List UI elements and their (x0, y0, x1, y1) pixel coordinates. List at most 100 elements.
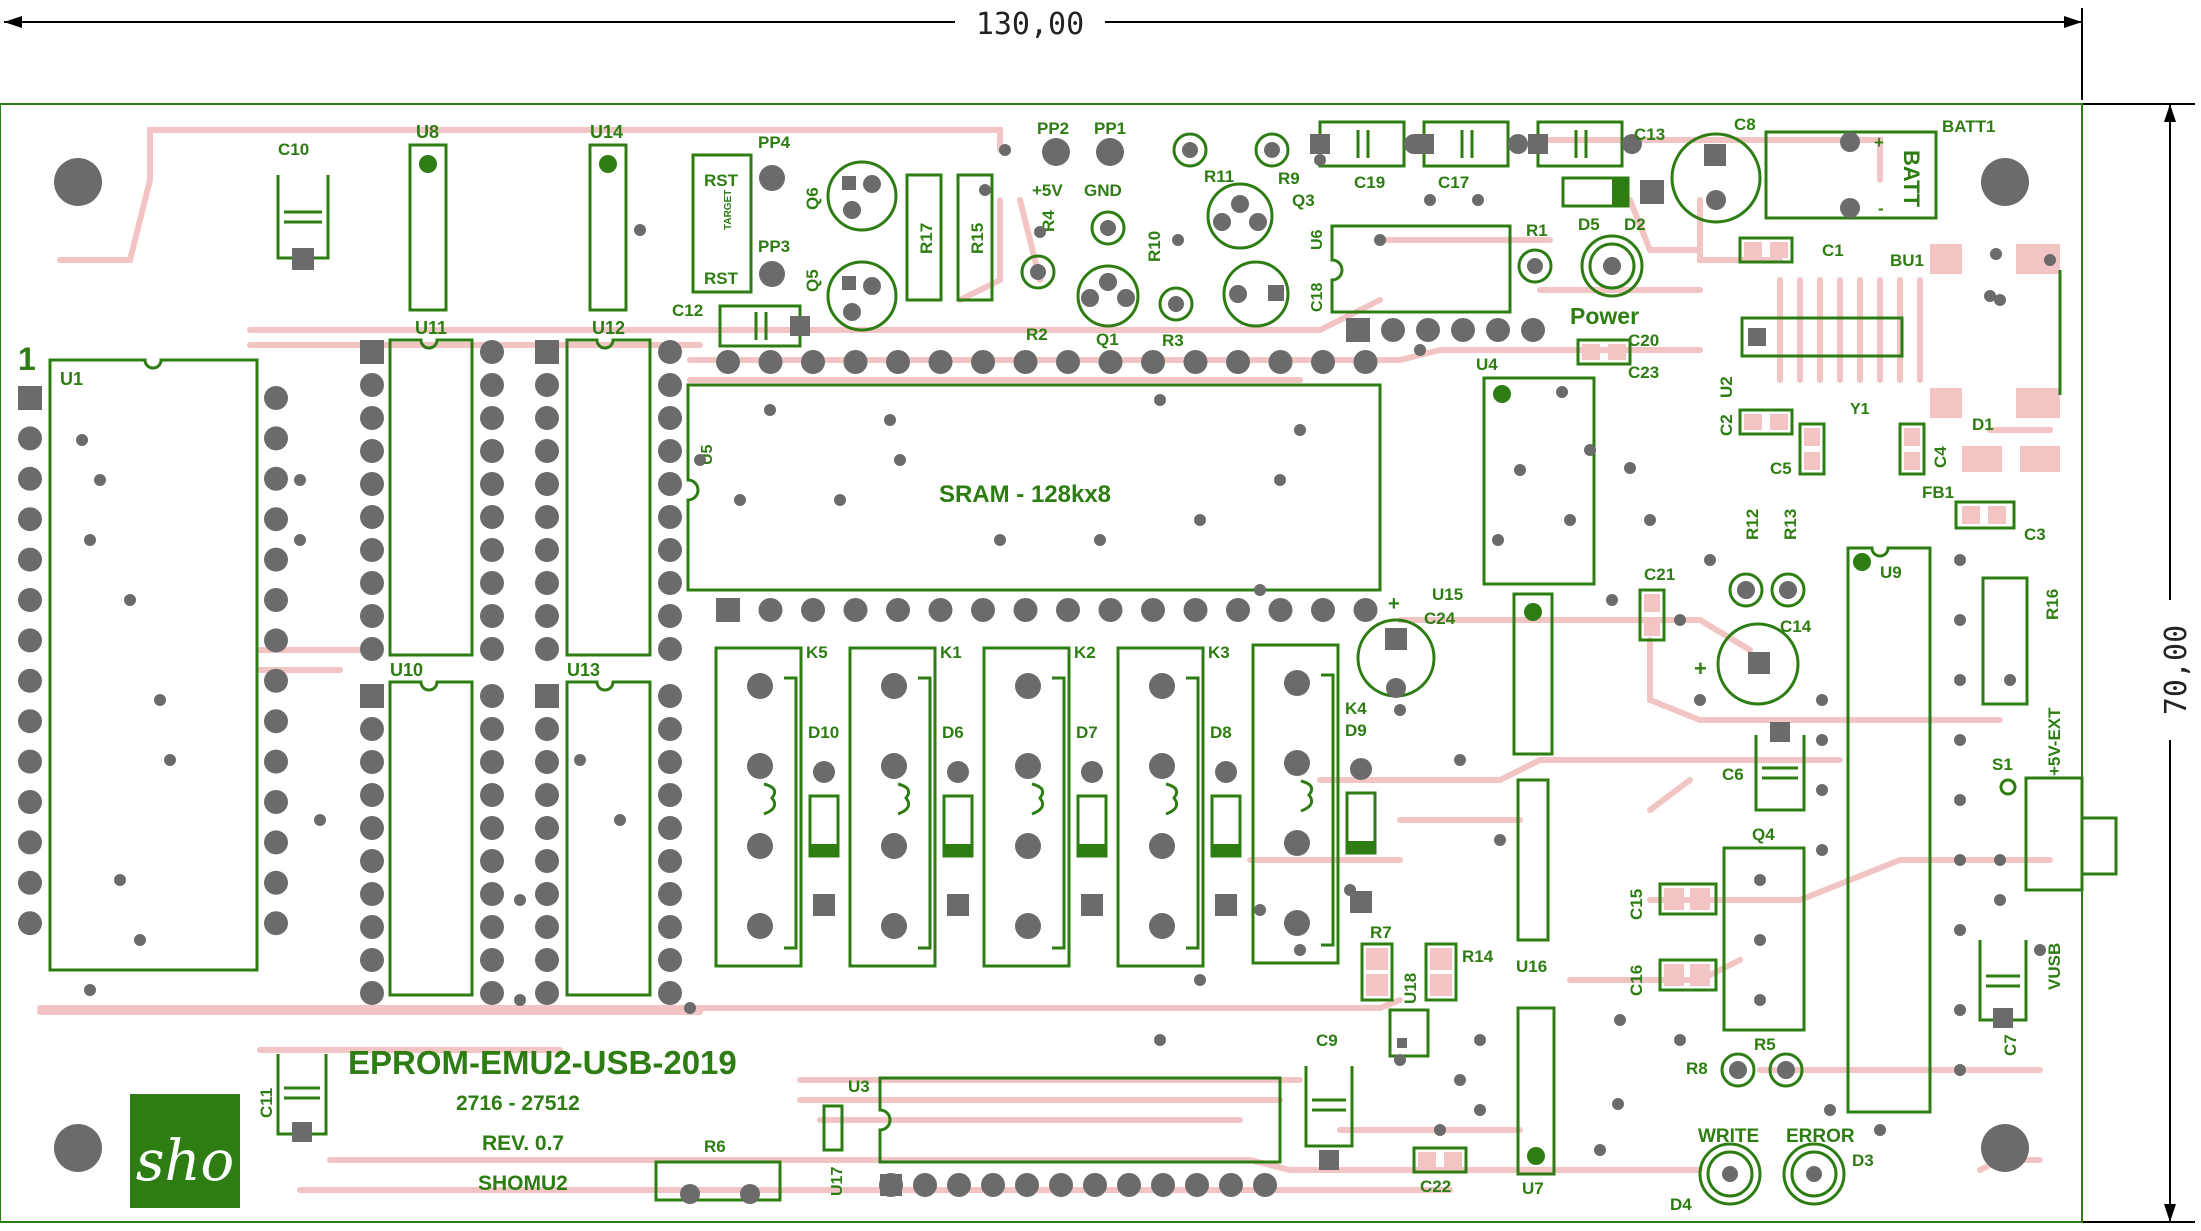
capacitor-c12 (718, 304, 810, 348)
transistor-q5: Q5 (803, 260, 898, 332)
c14-plus: + (1694, 656, 1707, 681)
ref-c14: C14 (1780, 617, 1812, 636)
relay-pin (1015, 753, 1041, 779)
relay-coil (1300, 779, 1314, 813)
u6-pads (1346, 318, 1545, 342)
via (1954, 1064, 1966, 1076)
ref-r1: R1 (1526, 221, 1548, 240)
ic-u8: U8 (408, 122, 448, 312)
relay-pin (1284, 910, 1310, 936)
relay-pin (1284, 750, 1310, 776)
pad (1416, 318, 1440, 342)
ref-u16: U16 (1516, 957, 1547, 976)
pad (1311, 350, 1335, 374)
pad (535, 750, 559, 774)
via (1454, 1074, 1466, 1086)
relay-bracket (1186, 676, 1200, 950)
via (1954, 614, 1966, 626)
transistor-q1: Q1 (1076, 264, 1140, 349)
pad (264, 628, 288, 653)
via (1472, 194, 1484, 206)
pad (1486, 318, 1510, 342)
via (1194, 974, 1206, 986)
via (1644, 514, 1656, 526)
relay-pin (1015, 913, 1041, 939)
pad (535, 406, 559, 430)
pad (535, 571, 559, 595)
ref-u2: U2 (1717, 376, 1736, 398)
ref-r16: R16 (2043, 589, 2062, 620)
via (1816, 694, 1828, 706)
pad (1226, 350, 1250, 374)
via (2034, 944, 2046, 956)
pad (264, 466, 288, 491)
ref-u6: U6 (1309, 229, 1326, 250)
pad (658, 373, 682, 397)
capacitor-c24: + U15 C24 (1356, 585, 1463, 698)
via (694, 454, 706, 466)
pad (1141, 598, 1165, 622)
ext5v-label: +5V-EXT (2045, 707, 2064, 776)
via (1314, 154, 1326, 166)
pad (360, 505, 384, 529)
via (1954, 734, 1966, 746)
ref-pp2: PP2 (1037, 119, 1069, 138)
pad (264, 790, 288, 814)
via (1874, 1124, 1886, 1136)
pad (1346, 318, 1370, 342)
ref-r13: R13 (1781, 509, 1800, 540)
via (1474, 1034, 1486, 1046)
diode-band (1078, 844, 1106, 856)
relay-pin (881, 673, 907, 699)
relay-pin (747, 753, 773, 779)
ref-c4: C4 (1931, 446, 1950, 468)
via (1994, 294, 2006, 306)
pad (264, 507, 288, 532)
pad (843, 598, 868, 622)
relay-outline (714, 646, 803, 968)
pad (535, 505, 559, 529)
ref-c18: C18 (1309, 283, 1326, 312)
relay-pin (1149, 673, 1175, 699)
ref-c17: C17 (1438, 173, 1469, 192)
pad (535, 637, 559, 661)
pad (360, 816, 384, 840)
pad (360, 948, 384, 972)
pad (658, 637, 682, 661)
ref-u3: U3 (848, 1077, 870, 1096)
ref-fb1: FB1 (1922, 483, 1954, 502)
diode-pad (1350, 891, 1372, 913)
via (1994, 854, 2006, 866)
relay-bracket (1321, 673, 1335, 947)
via (1994, 894, 2006, 906)
diode-top (1561, 176, 1664, 208)
via (1274, 474, 1286, 486)
batt-label: BATT (1899, 150, 1924, 208)
ref-k3: K3 (1208, 643, 1230, 662)
ref-q5: Q5 (803, 269, 822, 292)
diode-pad (1215, 761, 1237, 783)
r12-r13-c14: R12 R13 + C14 (1694, 509, 1812, 706)
board-title: EPROM-EMU2-USB-2019 (348, 1044, 737, 1081)
cap-pad (1310, 134, 1330, 154)
ref-batt1: BATT1 (1942, 117, 1996, 136)
via (1474, 1104, 1486, 1116)
sram-label: SRAM - 128kx8 (939, 481, 1111, 508)
via (1394, 704, 1406, 716)
ic-u12: U12 (565, 318, 652, 657)
pad (658, 604, 682, 628)
pad (658, 750, 682, 774)
ref-c1: C1 (1822, 241, 1844, 260)
via (1612, 1098, 1624, 1110)
ref-s1: S1 (1992, 755, 2013, 774)
pad (264, 547, 288, 572)
via (514, 894, 526, 906)
via (1954, 924, 1966, 936)
pad (658, 505, 682, 529)
capacitor-smd (1528, 120, 1642, 168)
relay-bracket (784, 676, 798, 950)
relay-pin (747, 833, 773, 859)
transistor-u15-region (1222, 260, 1290, 328)
via (1094, 534, 1106, 546)
pad (480, 373, 504, 397)
